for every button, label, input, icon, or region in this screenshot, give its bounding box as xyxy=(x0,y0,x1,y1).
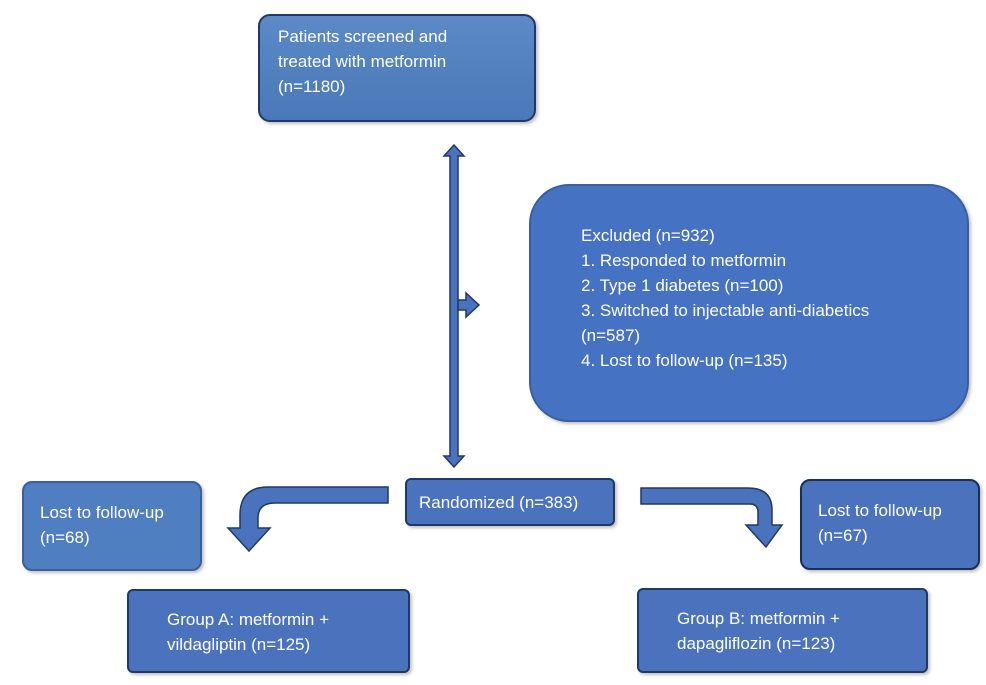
group-a-line-1: Group A: metformin + xyxy=(167,610,330,629)
randomized-label: Randomized (n=383) xyxy=(419,493,579,512)
excluded-item-1: 1. Responded to metformin xyxy=(581,251,787,270)
screened-line-2: treated with metformin xyxy=(278,52,447,71)
lost-b-line-2: (n=67) xyxy=(818,526,868,545)
excluded-item-3-count: (n=587) xyxy=(581,326,641,345)
group-a-line-2: vildagliptin (n=125) xyxy=(167,635,311,654)
group-b-box: Group B: metformin + dapagliflozin (n=12… xyxy=(637,588,928,673)
group-a-box: Group A: metformin + vildagliptin (n=125… xyxy=(127,589,410,673)
lost-to-followup-a-box: Lost to follow-up (n=68) xyxy=(22,481,202,571)
excluded-title: Excluded (n=932) xyxy=(581,226,715,245)
group-b-line-1: Group B: metformin + xyxy=(677,609,840,628)
excluded-box: Excluded (n=932) 1. Responded to metform… xyxy=(529,184,969,422)
screened-patients-box: Patients screened and treated with metfo… xyxy=(258,14,536,122)
right-curved-arrow xyxy=(640,487,784,549)
excluded-item-4: 4. Lost to follow-up (n=135) xyxy=(581,351,788,370)
vertical-double-arrow xyxy=(442,143,466,469)
excluded-branch-arrow xyxy=(457,291,481,319)
lost-to-followup-b-box: Lost to follow-up (n=67) xyxy=(800,479,980,570)
randomized-box: Randomized (n=383) xyxy=(405,478,615,526)
lost-b-line-1: Lost to follow-up xyxy=(818,501,942,520)
lost-a-line-2: (n=68) xyxy=(40,528,90,547)
lost-a-line-1: Lost to follow-up xyxy=(40,503,164,522)
screened-line-1: Patients screened and xyxy=(278,27,448,46)
screened-line-3: (n=1180) xyxy=(278,77,346,96)
excluded-item-2: 2. Type 1 diabetes (n=100) xyxy=(581,276,784,295)
left-curved-arrow xyxy=(226,486,389,553)
excluded-item-3: 3. Switched to injectable anti-diabetics xyxy=(581,301,870,320)
group-b-line-2: dapagliflozin (n=123) xyxy=(677,634,836,653)
